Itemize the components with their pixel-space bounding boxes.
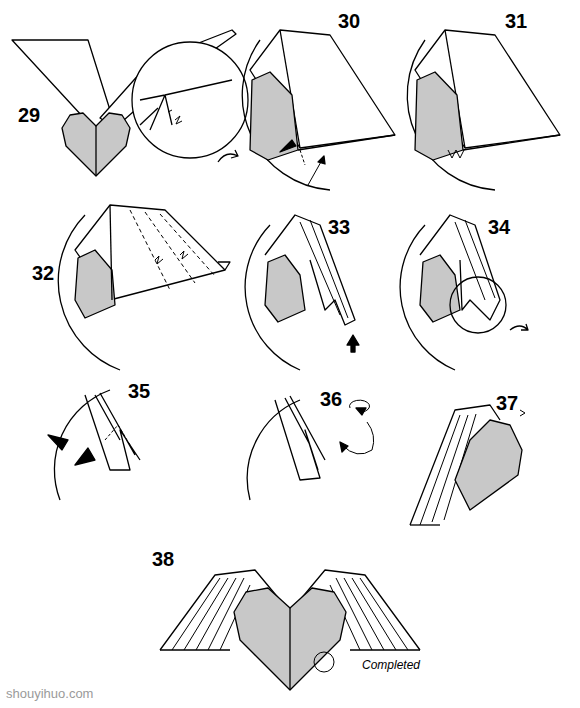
step-number: 38 — [152, 548, 174, 570]
step-37-figure — [410, 405, 525, 525]
step-number: 30 — [338, 10, 360, 32]
step-number: 33 — [328, 216, 350, 238]
step-35-figure — [48, 390, 140, 500]
step-number: 37 — [496, 392, 518, 414]
step-number: 29 — [18, 104, 40, 126]
step-36-figure — [247, 396, 373, 500]
step-number: 32 — [32, 262, 54, 284]
step-number: 31 — [505, 10, 527, 32]
step-number: 36 — [320, 388, 342, 410]
step-31-figure — [407, 30, 560, 190]
step-38-figure — [160, 570, 420, 690]
completed-note: Completed — [362, 658, 420, 672]
step-30-figure — [242, 30, 395, 190]
step-34-figure — [400, 215, 528, 370]
step-number: 35 — [128, 380, 150, 402]
step-29-figure — [12, 30, 248, 176]
step-number: 34 — [488, 216, 510, 238]
step-33-figure — [245, 215, 359, 370]
watermark: shouyihuo.com — [6, 686, 93, 701]
step-32-figure — [58, 205, 230, 370]
